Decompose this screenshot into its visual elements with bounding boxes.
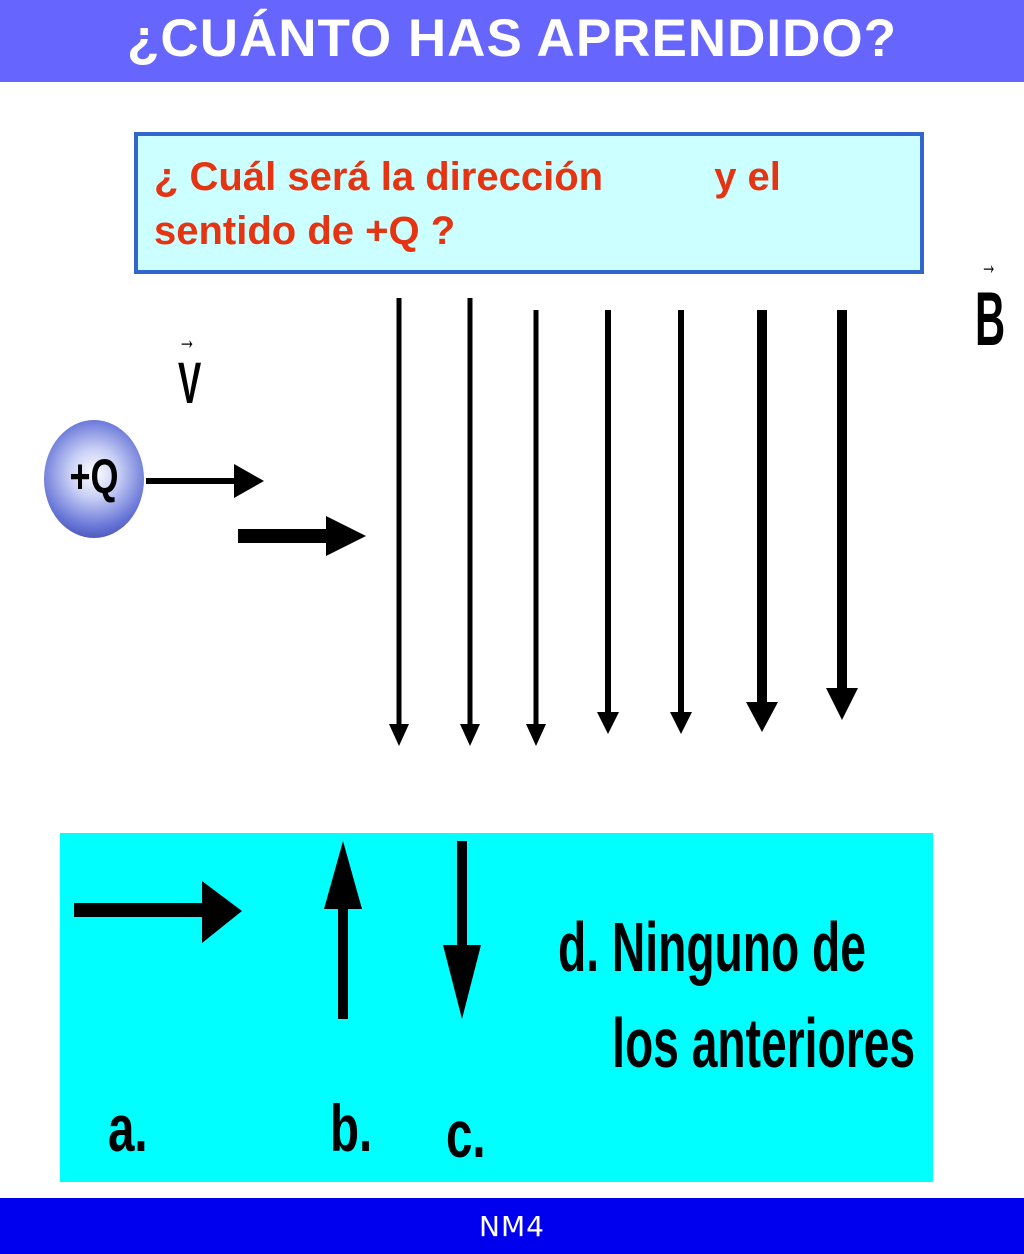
field-symbol: B: [975, 277, 1006, 362]
charge-label: +Q: [69, 451, 119, 504]
velocity-label: → V: [178, 325, 201, 413]
velocity-arrow-large: [238, 516, 366, 556]
velocity-symbol: V: [178, 351, 202, 416]
question-text: ¿ Cuál será la dirección y el sentido de…: [154, 155, 781, 253]
title-bar: ¿CUÁNTO HAS APRENDIDO?: [0, 0, 1024, 82]
field-line-6: [746, 310, 778, 732]
velocity-arrow-small: [146, 464, 264, 498]
field-line-3: [526, 310, 546, 746]
footer-label: NM4: [479, 1210, 545, 1243]
option-b[interactable]: b.: [330, 1091, 373, 1165]
option-d[interactable]: d. Ninguno de los anteriores: [558, 899, 915, 1091]
option-a-arrow-right: [74, 881, 242, 943]
field-line-4: [597, 310, 619, 734]
option-arrows: [74, 841, 481, 1019]
field-line-1: [389, 298, 409, 746]
answer-options-panel: a. b. c. d. Ninguno de los anteriores: [60, 833, 933, 1182]
option-a[interactable]: a.: [108, 1091, 148, 1165]
option-c[interactable]: c.: [446, 1097, 486, 1171]
field-line-5: [670, 310, 692, 734]
footer-bar: NM4: [0, 1198, 1024, 1254]
field-label: → B: [975, 250, 1005, 358]
option-d-line2: los anteriores: [612, 1004, 916, 1082]
option-d-line1: d. Ninguno de: [558, 908, 866, 986]
option-b-arrow-up: [324, 841, 362, 1019]
page-title: ¿CUÁNTO HAS APRENDIDO?: [127, 9, 897, 68]
field-vector-arrow: →: [980, 248, 998, 281]
field-line-7: [826, 310, 858, 720]
field-line-2: [460, 298, 480, 746]
question-box: ¿ Cuál será la dirección y el sentido de…: [134, 132, 924, 274]
option-c-arrow-down: [443, 841, 481, 1019]
velocity-vector-arrow: →: [178, 323, 196, 356]
charge-sphere: +Q: [44, 420, 144, 538]
